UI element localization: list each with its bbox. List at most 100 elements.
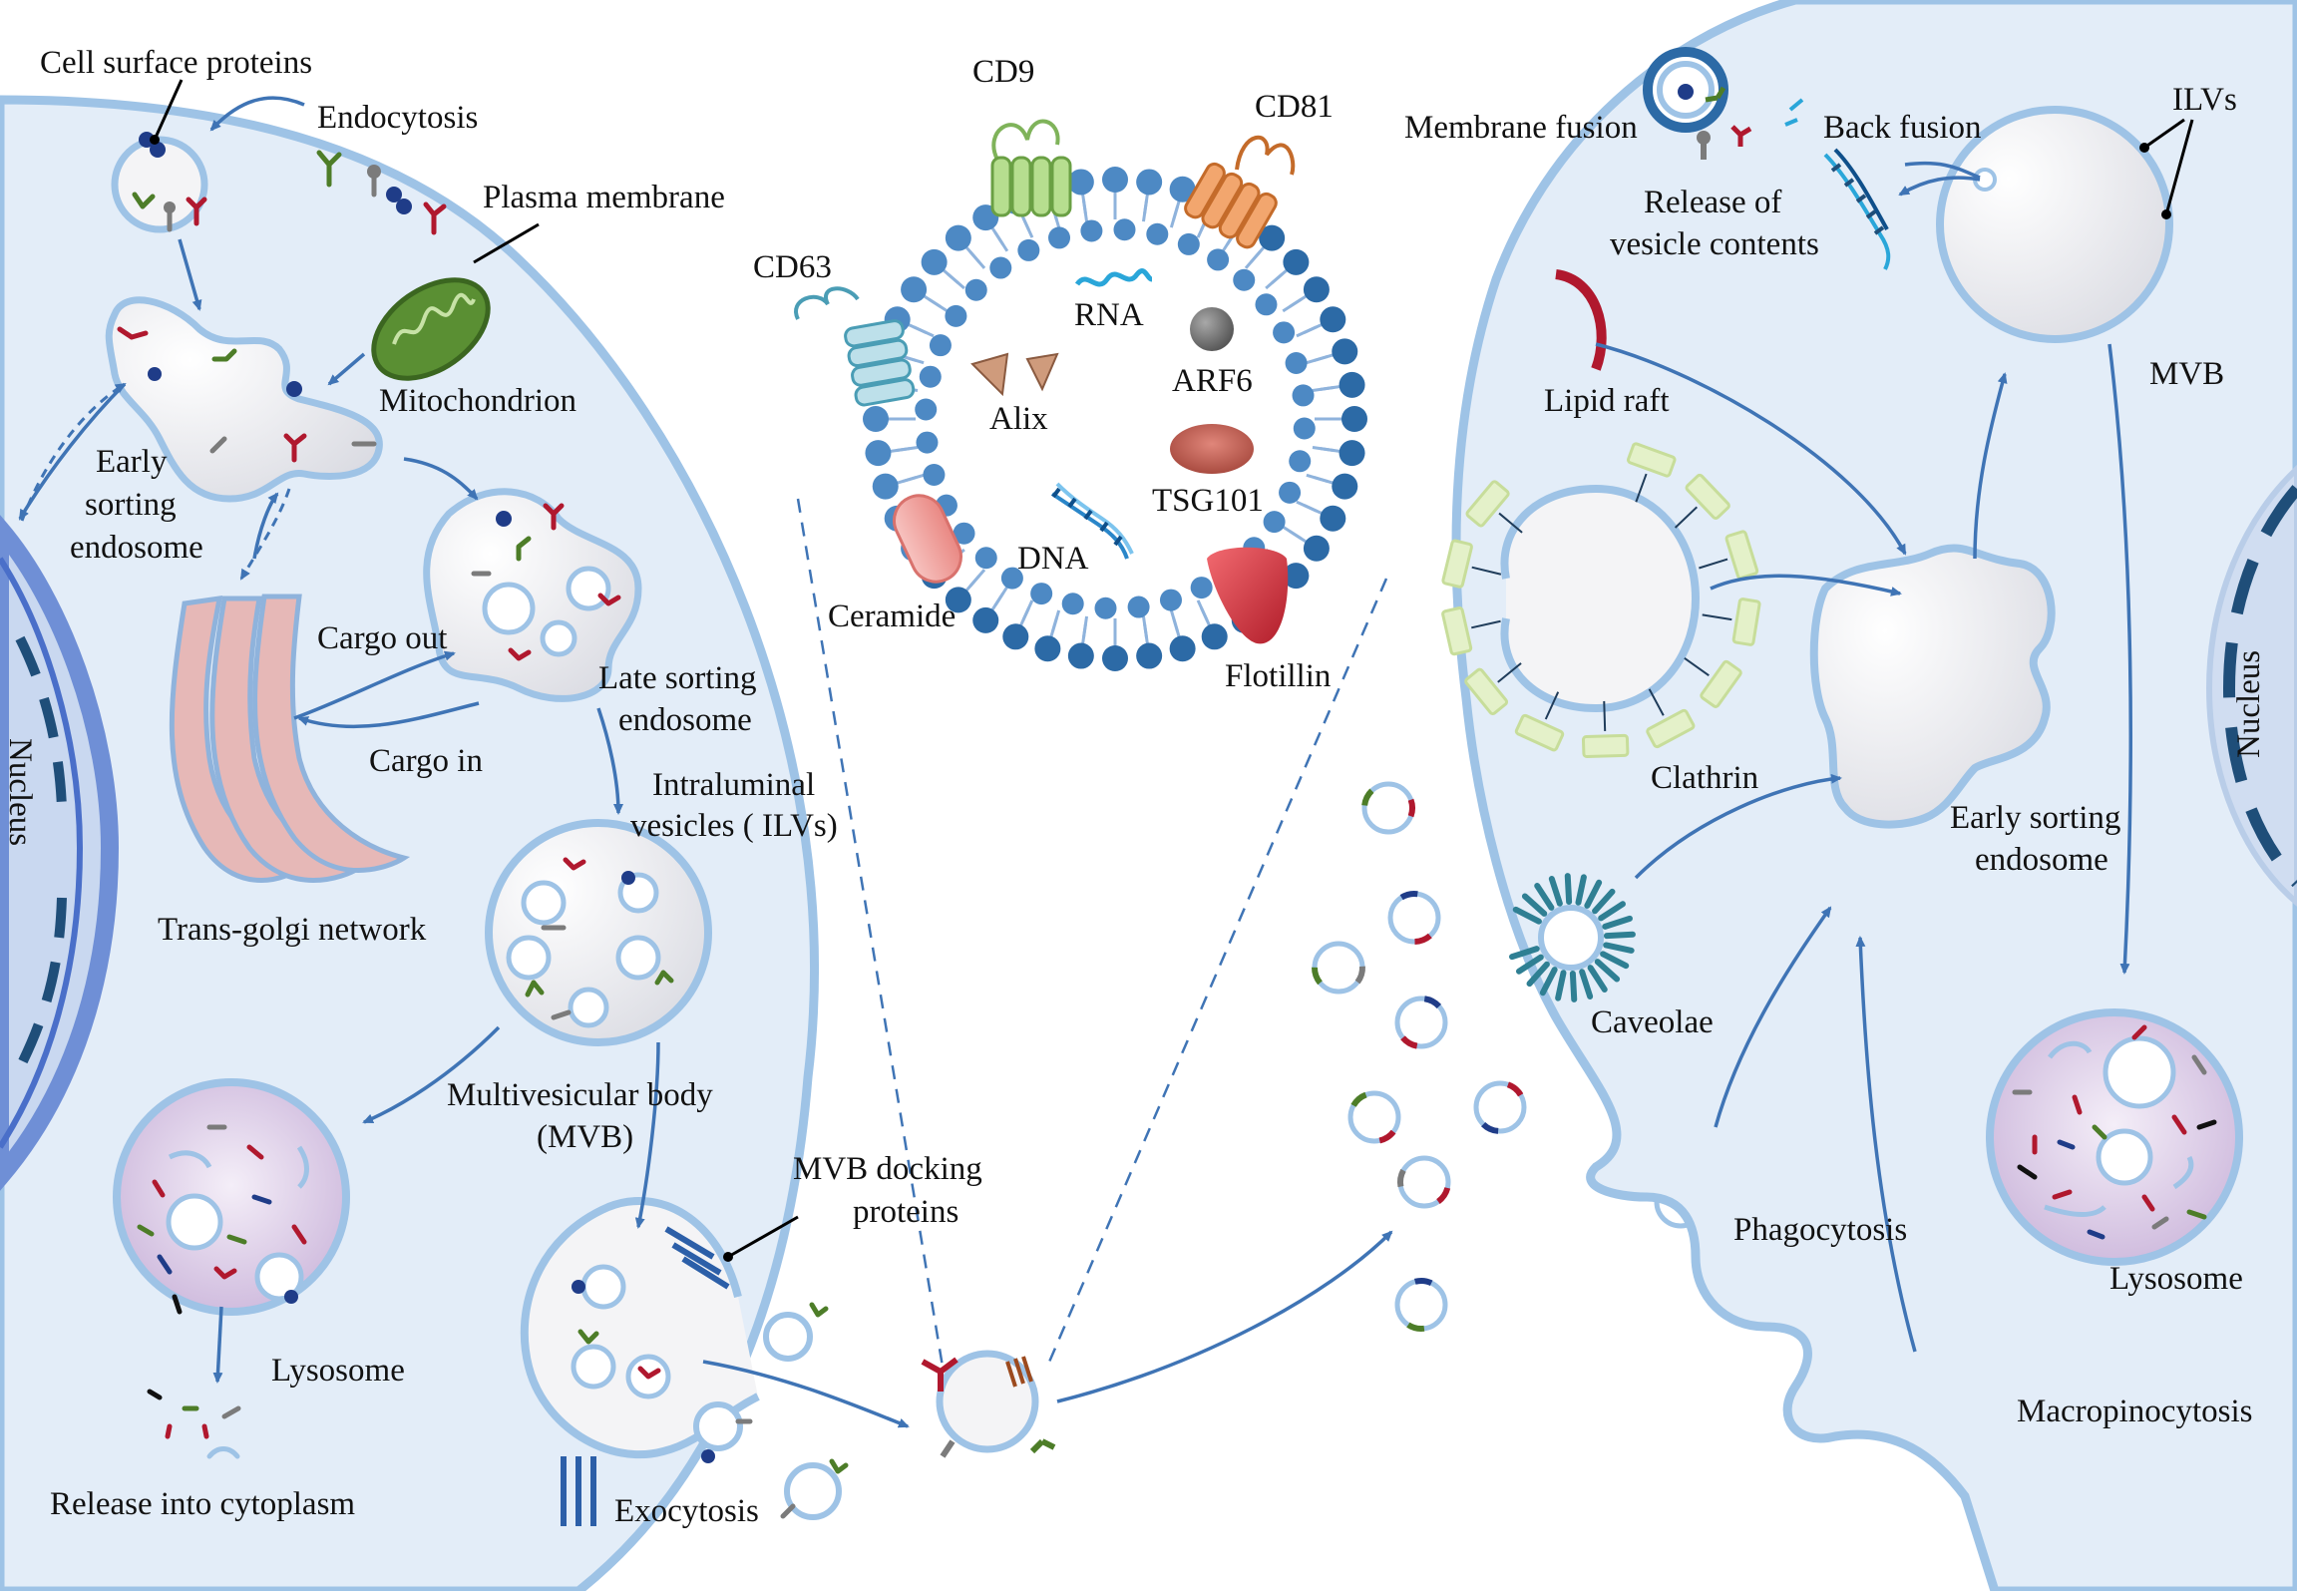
early-sorting-endosome-label-3: endosome bbox=[70, 530, 203, 566]
ilvs-pointer-1 bbox=[2143, 118, 2185, 150]
arrow-mito-to-endosome bbox=[327, 352, 366, 386]
endocytosis-label: Endocytosis bbox=[317, 100, 478, 136]
ilvs-label-2: vesicles ( ILVs) bbox=[630, 808, 838, 844]
vesicle-icon bbox=[1311, 941, 1365, 995]
mitochondrion-icon bbox=[371, 277, 491, 381]
vesicle-icon bbox=[1361, 781, 1415, 835]
phagocytosis-label: Phagocytosis bbox=[1733, 1212, 1907, 1248]
caveolin-icon bbox=[1509, 873, 1636, 1002]
right-nucleus-label: Nucleus bbox=[2231, 650, 2267, 758]
rna-icon bbox=[1074, 268, 1153, 287]
membrane-fusion-label: Membrane fusion bbox=[1404, 110, 1638, 146]
arrow-macro-to-endosome bbox=[1855, 936, 1917, 1353]
release-into-cytoplasm-label: Release into cytoplasm bbox=[50, 1486, 355, 1522]
zoom-line-left bbox=[796, 498, 945, 1368]
release-contents-label-1: Release of bbox=[1644, 185, 1781, 220]
docking-pointer bbox=[727, 1215, 799, 1259]
back-fusion-label: Back fusion bbox=[1823, 110, 1982, 146]
lysosome-right-label: Lysosome bbox=[2109, 1261, 2243, 1297]
early-sorting-endosome-right-label-1: Early sorting bbox=[1950, 800, 2120, 836]
cd63-tetraspanin-icon bbox=[794, 286, 916, 407]
mitochondrion-label: Mitochondrion bbox=[379, 383, 576, 419]
arrow-cargo-in bbox=[297, 701, 480, 729]
tsg101-icon bbox=[1170, 424, 1254, 474]
clathrin-coated-pit bbox=[1500, 484, 1701, 713]
arrow-endocytosis bbox=[209, 96, 305, 132]
left-nucleus: Nucleus bbox=[0, 515, 120, 1191]
right-nucleus: Nucleus bbox=[2205, 464, 2297, 907]
arrow-late-to-mvb bbox=[596, 707, 623, 815]
arrow-clathrin-to-endosome bbox=[1710, 574, 1902, 597]
arrow-raft-to-endosome bbox=[1595, 342, 1907, 556]
arrow-early-to-late bbox=[403, 457, 479, 501]
left-mvb bbox=[485, 819, 712, 1046]
back-fusion-dna-icon bbox=[1823, 148, 1891, 270]
arrow-mvb-to-exocytosis bbox=[634, 1041, 660, 1229]
right-early-sorting-endosome bbox=[1809, 544, 2056, 829]
ilvs-label-1: Intraluminal bbox=[652, 767, 815, 803]
release-contents-label-2: vesicle contents bbox=[1610, 226, 1819, 262]
mvb-docking-label-1: MVB docking bbox=[793, 1151, 982, 1187]
cd9-label: CD9 bbox=[972, 54, 1034, 90]
arf6-icon bbox=[1190, 307, 1234, 351]
arrow-golgi-to-endosome bbox=[252, 492, 279, 560]
caveolae bbox=[1509, 873, 1636, 1002]
dna-icon bbox=[1050, 482, 1134, 560]
arrow-endosome-to-mvb bbox=[1973, 372, 2008, 560]
early-sorting-endosome-label-2: sorting bbox=[85, 487, 177, 523]
membrane-fusion-vesicle bbox=[1643, 47, 1804, 160]
cd9-tetraspanin-icon bbox=[990, 119, 1072, 217]
arrow-caveolae-to-endosome bbox=[1634, 773, 1842, 880]
exocytosing-mvb bbox=[520, 1197, 760, 1526]
arrow-phago-to-endosome bbox=[1714, 906, 1832, 1128]
right-cell: Nucleus bbox=[1441, 0, 2297, 1596]
cargo-in-label: Cargo in bbox=[369, 743, 483, 779]
right-mvb bbox=[1936, 106, 2173, 343]
mvb-docking-label-2: proteins bbox=[853, 1194, 958, 1230]
cargo-receptors-left bbox=[117, 132, 849, 1519]
early-sorting-endosome-right-label-2: endosome bbox=[1975, 842, 2108, 878]
vesicle-icon bbox=[1473, 1080, 1527, 1134]
left-lysosome bbox=[113, 1078, 350, 1316]
arrow-to-recipient bbox=[1056, 1230, 1393, 1403]
alix-label: Alix bbox=[989, 401, 1048, 437]
cd63-label: CD63 bbox=[753, 249, 832, 285]
lipid-bilayer-icon bbox=[863, 167, 1367, 671]
alix-icon-2 bbox=[1025, 352, 1059, 392]
late-sorting-endosome-label-2: endosome bbox=[618, 702, 752, 738]
golgi-icon bbox=[169, 594, 411, 883]
macropinocytosis-label: Macropinocytosis bbox=[2017, 1394, 2252, 1429]
early-sorting-endosome-label-1: Early bbox=[96, 444, 168, 480]
lipid-raft-label: Lipid raft bbox=[1544, 383, 1670, 419]
exocytosis-label: Exocytosis bbox=[614, 1493, 759, 1529]
left-nucleus-label: Nucleus bbox=[2, 738, 38, 846]
detached-exosome bbox=[921, 1350, 1056, 1458]
rna-label: RNA bbox=[1074, 297, 1144, 333]
left-arrows bbox=[18, 96, 660, 1384]
late-sorting-endosome bbox=[423, 488, 642, 702]
vesicle-icon bbox=[1347, 1090, 1401, 1144]
arrow-mvb-to-lysosome bbox=[362, 1025, 501, 1124]
flotillin-label: Flotillin bbox=[1225, 658, 1331, 694]
arrow-mvb-to-lysosome bbox=[2107, 343, 2132, 975]
lysosome-left-label: Lysosome bbox=[271, 1353, 405, 1389]
tsg101-label: TSG101 bbox=[1152, 483, 1264, 519]
cell-surface-proteins-label: Cell surface proteins bbox=[40, 45, 312, 81]
plasma-membrane-pointer bbox=[473, 222, 540, 264]
arrow-dashed-nucleus-endosome bbox=[20, 382, 127, 522]
cell-surface-pointer bbox=[153, 79, 184, 141]
caveolae-label: Caveolae bbox=[1591, 1004, 1714, 1040]
ceramide-icon bbox=[893, 494, 962, 584]
cd81-label: CD81 bbox=[1255, 89, 1334, 125]
left-cell: Nucleus bbox=[0, 79, 849, 1596]
lipid-raft bbox=[1555, 269, 1607, 371]
arrow-cargo-out bbox=[293, 650, 456, 720]
cargo-out-label: Cargo out bbox=[317, 620, 447, 656]
plasma-membrane-label: Plasma membrane bbox=[483, 180, 725, 215]
labels: Cell surface proteins Endocytosis Plasma… bbox=[40, 45, 2252, 1529]
arrow-to-detached-exosome bbox=[702, 1360, 910, 1428]
arf6-label: ARF6 bbox=[1172, 363, 1253, 399]
vesicle-icon bbox=[1394, 996, 1448, 1049]
clathrin-icon bbox=[1441, 442, 1761, 759]
